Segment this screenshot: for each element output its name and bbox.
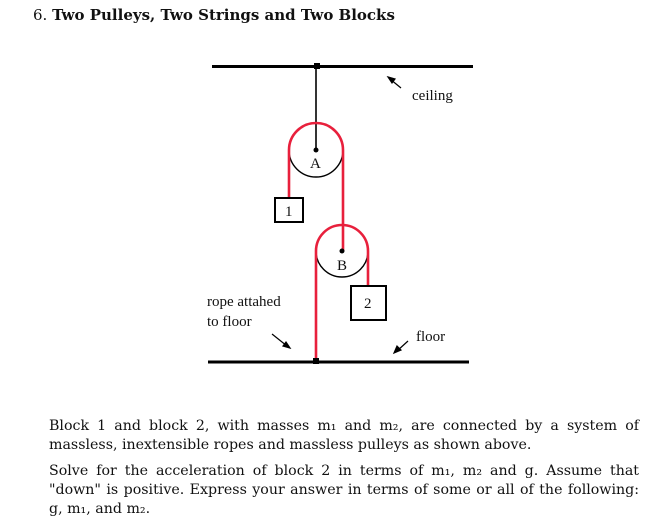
floor-label: floor [416, 329, 445, 345]
problem-question: Solve for the acceleration of block 2 in… [49, 463, 639, 517]
rope-over-pulley-b [314, 223, 370, 362]
problem-heading: 6. Two Pulleys, Two Strings and Two Bloc… [33, 6, 395, 24]
block-2 [350, 285, 387, 321]
ceiling-attachment [314, 63, 320, 69]
rope-label-line1: rope attahed [207, 294, 281, 310]
rope-label-line2: to floor [207, 314, 252, 330]
floor-attachment [313, 358, 319, 364]
problem-title: Two Pulleys, Two Strings and Two Blocks [52, 6, 395, 24]
ceiling-arrow-icon [386, 75, 402, 89]
problem-description: Block 1 and block 2, with masses m₁ and … [49, 418, 639, 453]
ceiling-label: ceiling [412, 88, 453, 104]
block-1 [274, 197, 304, 223]
pulley-b-axle [339, 248, 345, 254]
floor-arrow-icon [392, 340, 409, 355]
block-1-label: 1 [285, 204, 293, 220]
problem-number: 6. [33, 6, 48, 24]
pulley-b-label: B [337, 258, 347, 274]
rope-arrow-icon [271, 333, 292, 350]
rope-over-pulley-a [287, 121, 345, 251]
pulley-a-axle [313, 147, 319, 153]
pulley-a-label: A [310, 156, 321, 172]
block-2-label: 2 [364, 296, 372, 312]
